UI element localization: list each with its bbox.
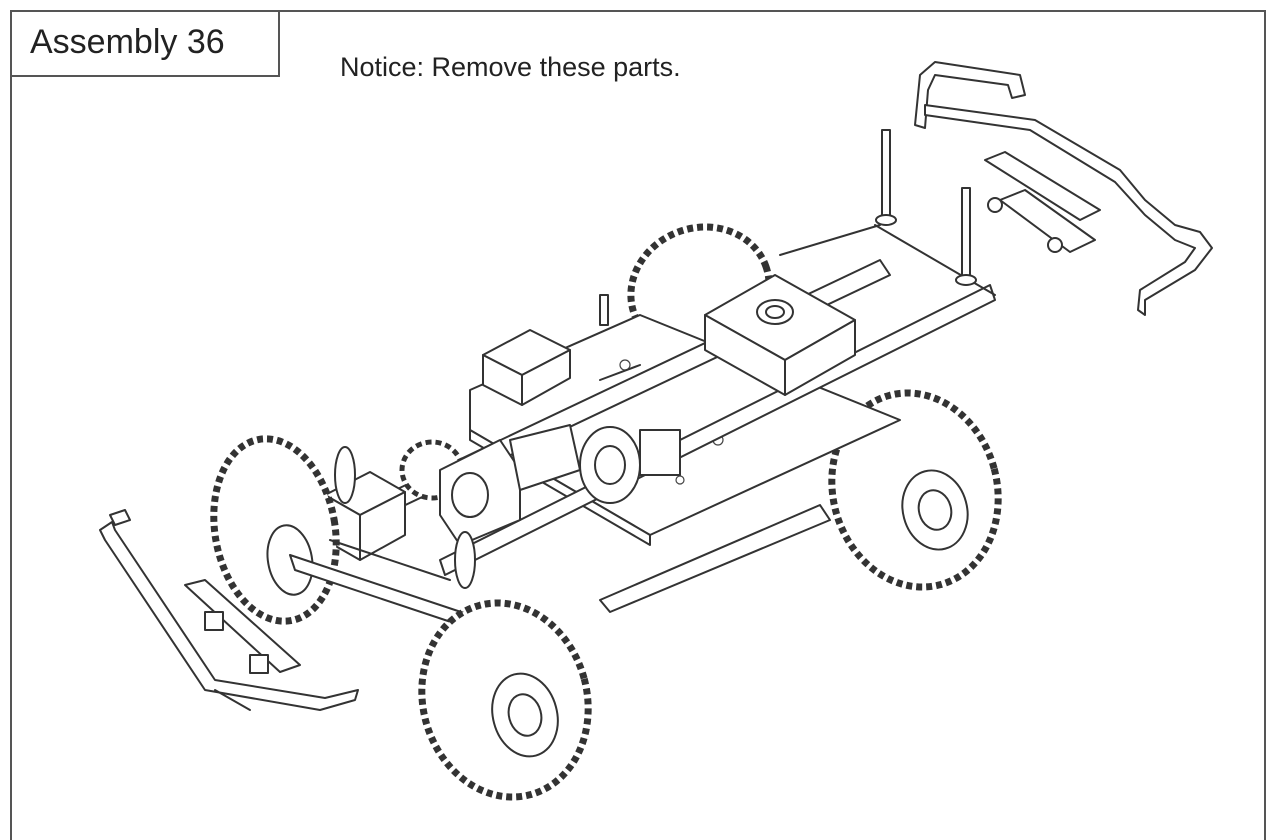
front-left-wheel (210, 435, 340, 625)
front-bumper (99, 509, 359, 711)
servo (482, 294, 609, 406)
notice-text: Notice: Remove these parts. (340, 52, 681, 82)
rear-bumper (914, 61, 1213, 316)
rear-right-wheel (828, 389, 1002, 591)
gearbox-motor (399, 424, 681, 546)
front-right-wheel (418, 599, 592, 801)
battery-box (704, 274, 856, 396)
rear-shock-posts (875, 129, 977, 286)
assembly-title: Assembly 36 (10, 10, 280, 77)
assembly-title-text: Assembly 36 (30, 23, 225, 61)
front-axle (289, 446, 476, 631)
